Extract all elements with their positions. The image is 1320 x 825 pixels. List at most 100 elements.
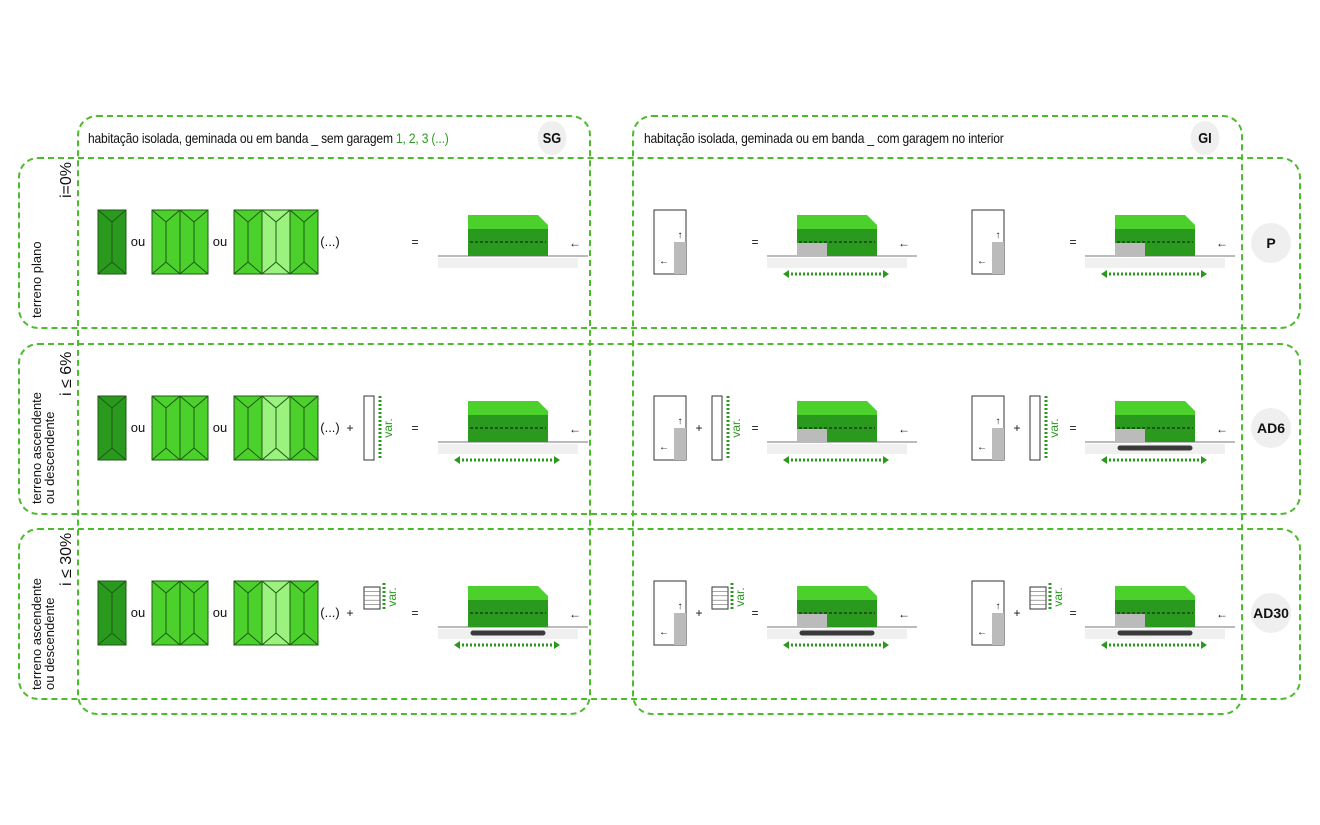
var-label: var. [381,418,395,437]
stairs-plan [711,586,729,610]
variable-element [1029,583,1052,611]
column-code-gi: GI [1190,121,1220,155]
arrow-label: ← [569,422,581,436]
column-frame-sg [77,115,591,715]
corridor-plan [711,395,723,461]
garage-area [674,613,686,645]
etc-label: (...) [320,234,340,249]
column-title-sg: habitação isolada, geminada ou em banda … [88,130,449,146]
dimension-arrow [454,456,460,464]
garage-area [674,428,686,460]
garage-area [992,242,1004,274]
garage-block [797,429,827,442]
equals-label: = [751,421,758,435]
column-code-sg: SG [537,121,567,155]
plus-label: + [1013,606,1020,620]
var-label: var. [733,587,747,606]
roof-line [193,209,209,275]
garage-area [992,613,1004,645]
house-section [767,401,917,464]
etc-label: (...) [320,605,340,620]
dimension-arrow [883,270,889,278]
arrow-label: ← [1216,236,1228,250]
roof-line [111,395,127,461]
plus-label: + [346,421,353,435]
garage-plan [971,209,1005,275]
dimension-arrow [1101,456,1107,464]
variable-element [711,395,730,461]
plans-row [97,209,319,275]
arrow-label: ← [569,236,581,250]
ground [767,258,907,268]
dimension-arrow [1201,641,1207,649]
ground [767,444,907,454]
arrow-label: ← [898,422,910,436]
up-arrow: ↑ [996,416,1001,427]
roof-line [275,395,291,461]
var-label: var. [729,418,743,437]
arrow-label: ← [1216,607,1228,621]
house-section [767,215,917,278]
var-label: var. [1047,418,1061,437]
arrow-label: ← [898,607,910,621]
roof-line [247,580,263,646]
dimension-arrow [883,641,889,649]
garage-block [797,243,827,256]
plans-row [97,580,319,646]
equals-label: = [1069,421,1076,435]
up-arrow: ↑ [678,601,683,612]
variable-element [1029,395,1048,461]
variable-element [711,583,734,611]
up-arrow: ↑ [678,230,683,241]
column-frame-gi [632,115,1243,715]
row-code-ad30: AD30 [1251,593,1291,633]
variable-element [363,395,382,461]
ground [1085,258,1225,268]
house-section [1085,401,1235,464]
dimension-arrow [1101,270,1107,278]
equals-label: = [751,606,758,620]
roof-line [165,209,181,275]
dimension-arrow [783,270,789,278]
garage-plan [653,209,687,275]
plus-label: + [695,421,702,435]
or-label: ou [213,605,227,620]
or-label: ou [131,605,145,620]
garage-plan [653,580,687,646]
dimension-arrow [554,456,560,464]
up-arrow: ↑ [996,230,1001,241]
roof-line [303,209,319,275]
house-section [1085,215,1235,278]
column-title-sg-highlight: 1, 2, 3 (...) [395,130,449,146]
equals-label: = [1069,606,1076,620]
roof-line [165,395,181,461]
arrow-label: ← [659,442,669,453]
arrow-label: ← [659,627,669,638]
roof-line [303,580,319,646]
garage-area [674,242,686,274]
dimension-arrow [554,641,560,649]
corridor-plan [363,395,375,461]
dimension-arrow [454,641,460,649]
house-section [767,586,917,649]
column-title-gi: habitação isolada, geminada ou em banda … [644,130,1004,146]
row-code-ad6: AD6 [1251,408,1291,448]
house-section [438,401,588,464]
garage-plan [971,580,1005,646]
column-title-sg-text: habitação isolada, geminada ou em banda … [88,130,393,146]
equals-label: = [411,606,418,620]
arrow-label: ← [1216,422,1228,436]
roof-line [111,209,127,275]
roof-line [111,580,127,646]
row-code-p: P [1251,223,1291,263]
equals-label: = [751,235,758,249]
garage-block [1115,429,1145,442]
garage-area [992,428,1004,460]
roof-line [193,395,209,461]
up-arrow: ↑ [678,416,683,427]
house-section [1085,586,1235,649]
or-label: ou [131,234,145,249]
up-arrow: ↑ [996,601,1001,612]
dimension-arrow [1101,641,1107,649]
